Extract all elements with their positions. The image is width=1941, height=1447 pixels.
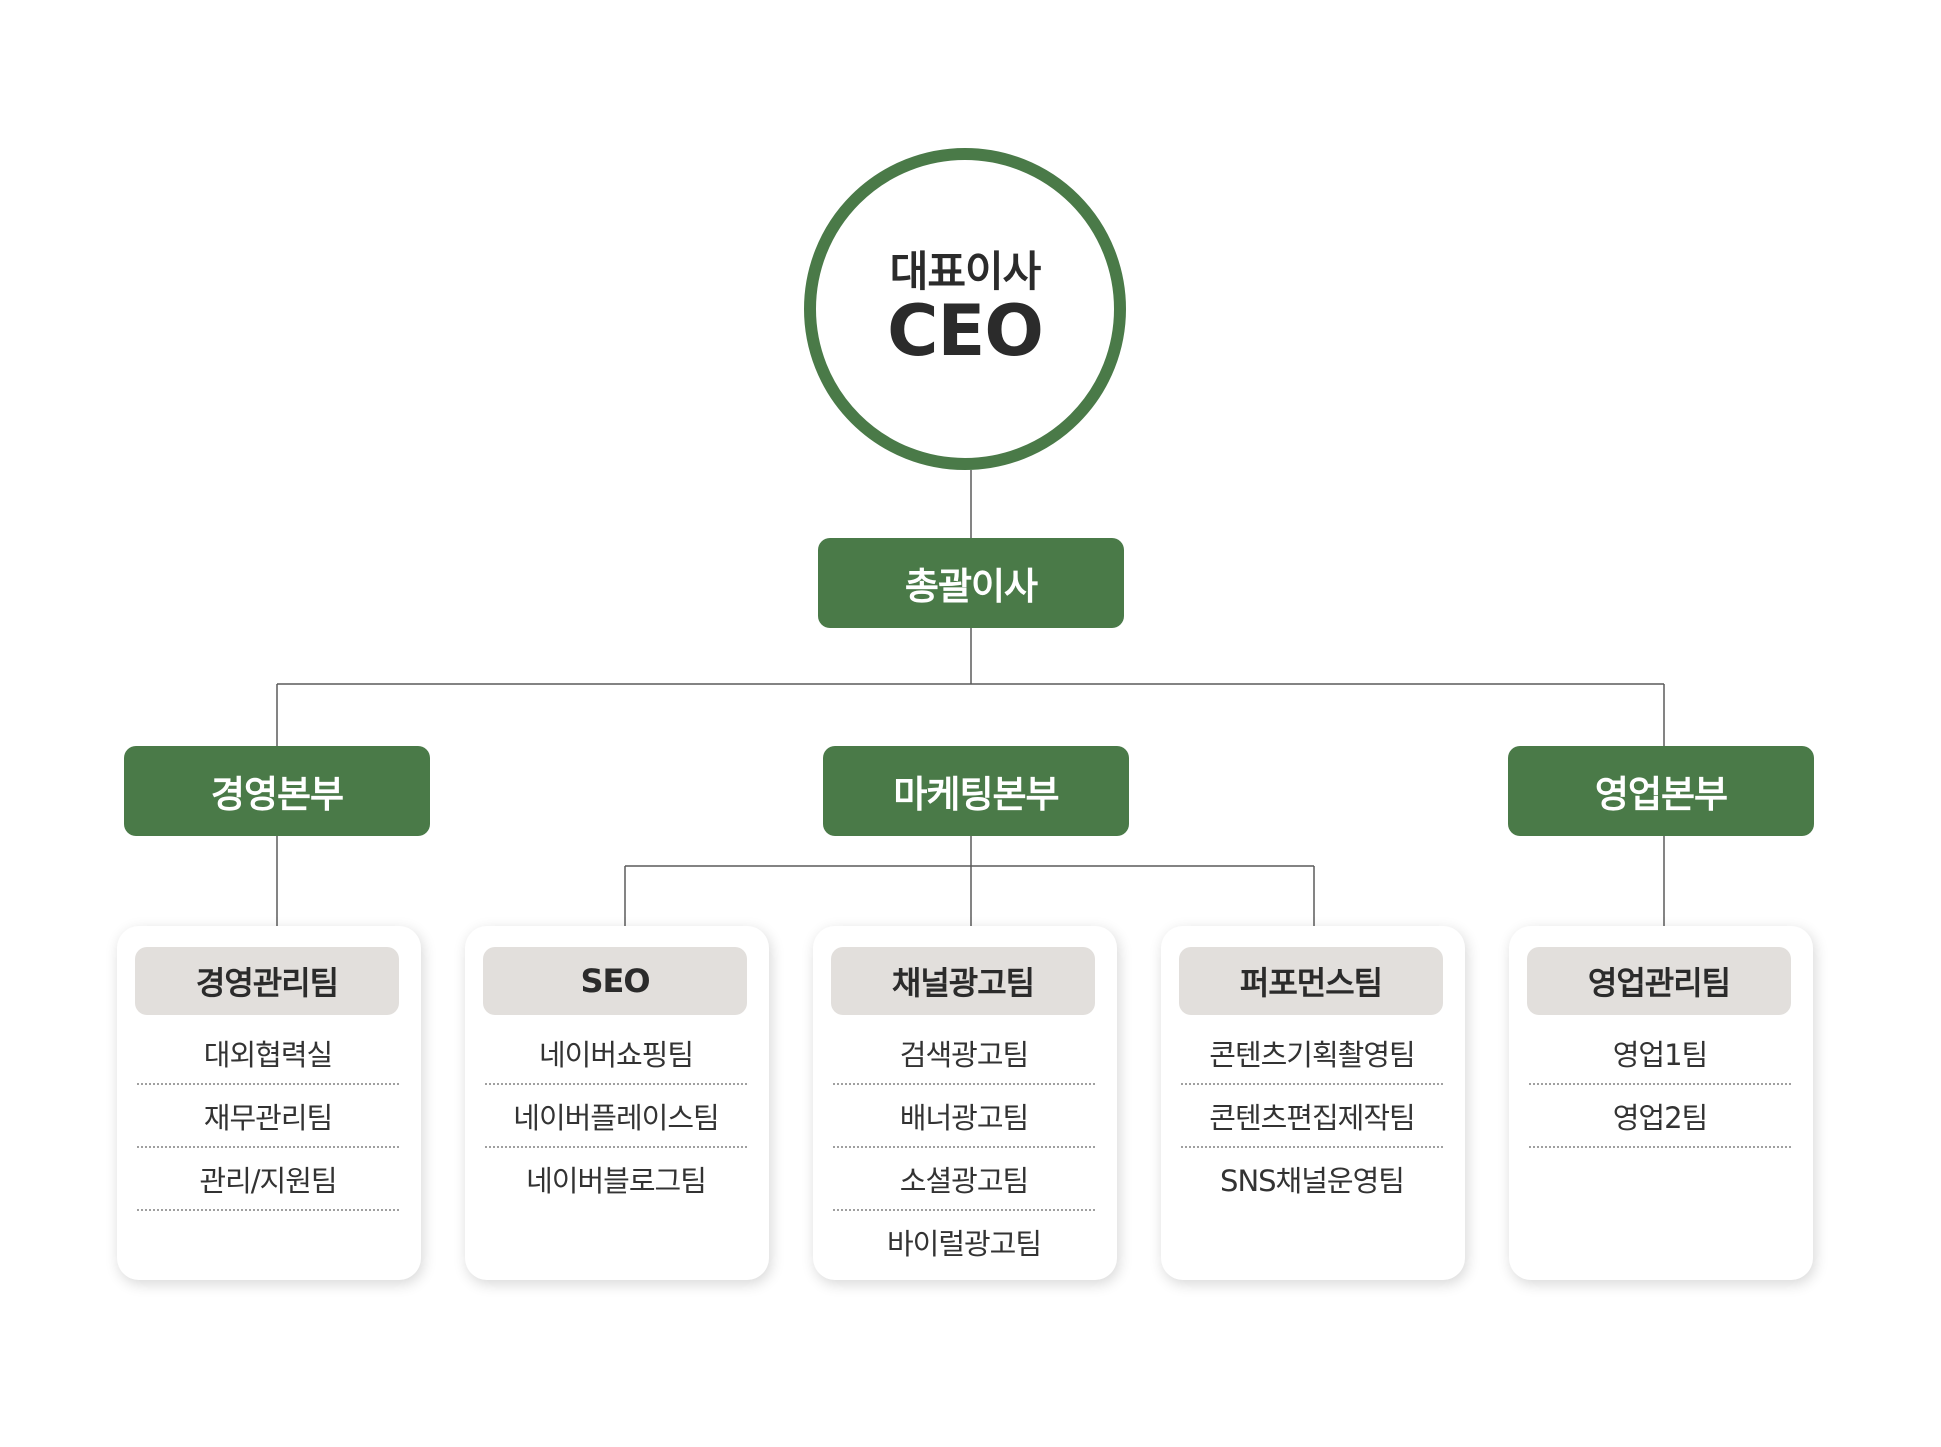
sub-team-list: 검색광고팀 배너광고팀 소셜광고팀 바이럴광고팀	[833, 1022, 1095, 1272]
ceo-title-en: CEO	[887, 290, 1044, 373]
general-manager-node: 총괄이사	[818, 538, 1124, 628]
sub-team-item: 재무관리팀	[137, 1085, 399, 1148]
division-marketing: 마케팅본부	[823, 746, 1129, 836]
sub-team-item: 대외협력실	[137, 1022, 399, 1085]
sub-team-item: 네이버블로그팀	[526, 1163, 707, 1198]
sub-team-list: 네이버쇼핑팀 네이버플레이스팀 네이버블로그팀	[485, 1022, 747, 1209]
sub-team-item: 콘텐츠기획촬영팀	[1181, 1022, 1443, 1085]
sub-team-item: 콘텐츠편집제작팀	[1181, 1085, 1443, 1148]
team-card-channel-ads: 채널광고팀 검색광고팀 배너광고팀 소셜광고팀 바이럴광고팀	[813, 926, 1117, 1280]
ceo-node: 대표이사 CEO	[804, 148, 1126, 470]
sub-team-item: 영업1팀	[1529, 1022, 1791, 1085]
sub-team-item: 소셜광고팀	[833, 1148, 1095, 1211]
sub-team-item: 배너광고팀	[833, 1085, 1095, 1148]
team-header: 채널광고팀	[831, 947, 1095, 1015]
team-card-sales-management: 영업관리팀 영업1팀 영업2팀	[1509, 926, 1813, 1280]
sub-team-item: 검색광고팀	[833, 1022, 1095, 1085]
sub-team-item: 네이버플레이스팀	[485, 1085, 747, 1148]
team-header: 퍼포먼스팀	[1179, 947, 1443, 1015]
sub-team-list: 대외협력실 재무관리팀 관리/지원팀	[137, 1022, 399, 1211]
division-sales: 영업본부	[1508, 746, 1814, 836]
sub-team-list: 영업1팀 영업2팀	[1529, 1022, 1791, 1148]
team-card-performance: 퍼포먼스팀 콘텐츠기획촬영팀 콘텐츠편집제작팀 SNS채널운영팀	[1161, 926, 1465, 1280]
sub-team-item: 관리/지원팀	[137, 1148, 399, 1211]
team-header: SEO	[483, 947, 747, 1015]
ceo-title-ko: 대표이사	[889, 247, 1042, 297]
team-card-seo: SEO 네이버쇼핑팀 네이버플레이스팀 네이버블로그팀	[465, 926, 769, 1280]
sub-team-item: 네이버쇼핑팀	[485, 1022, 747, 1085]
team-card-management: 경영관리팀 대외협력실 재무관리팀 관리/지원팀	[117, 926, 421, 1280]
team-header: 영업관리팀	[1527, 947, 1791, 1015]
sub-team-list: 콘텐츠기획촬영팀 콘텐츠편집제작팀 SNS채널운영팀	[1181, 1022, 1443, 1209]
team-header: 경영관리팀	[135, 947, 399, 1015]
sub-team-item: 바이럴광고팀	[886, 1226, 1042, 1261]
sub-team-item: 영업2팀	[1529, 1085, 1791, 1148]
sub-team-item: SNS채널운영팀	[1220, 1163, 1405, 1198]
division-management: 경영본부	[124, 746, 430, 836]
